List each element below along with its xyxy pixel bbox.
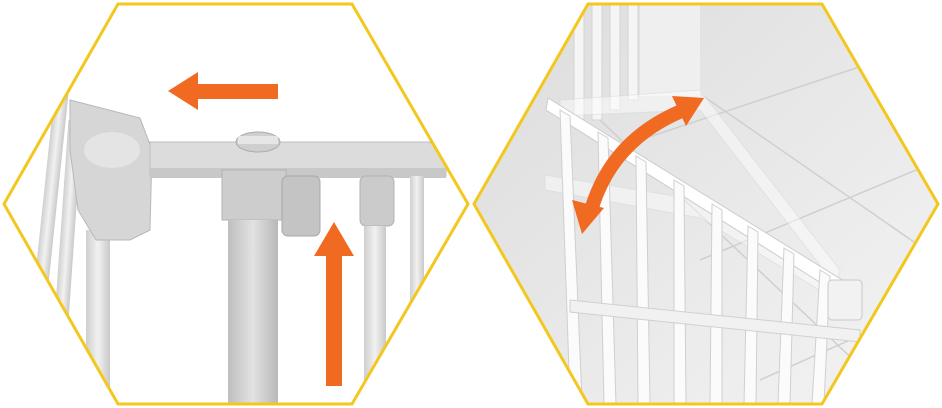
gate-photo (470, 0, 942, 408)
gate-swing-panel (470, 0, 942, 408)
latch-photo (0, 0, 472, 408)
latch-detail-panel (0, 0, 472, 408)
